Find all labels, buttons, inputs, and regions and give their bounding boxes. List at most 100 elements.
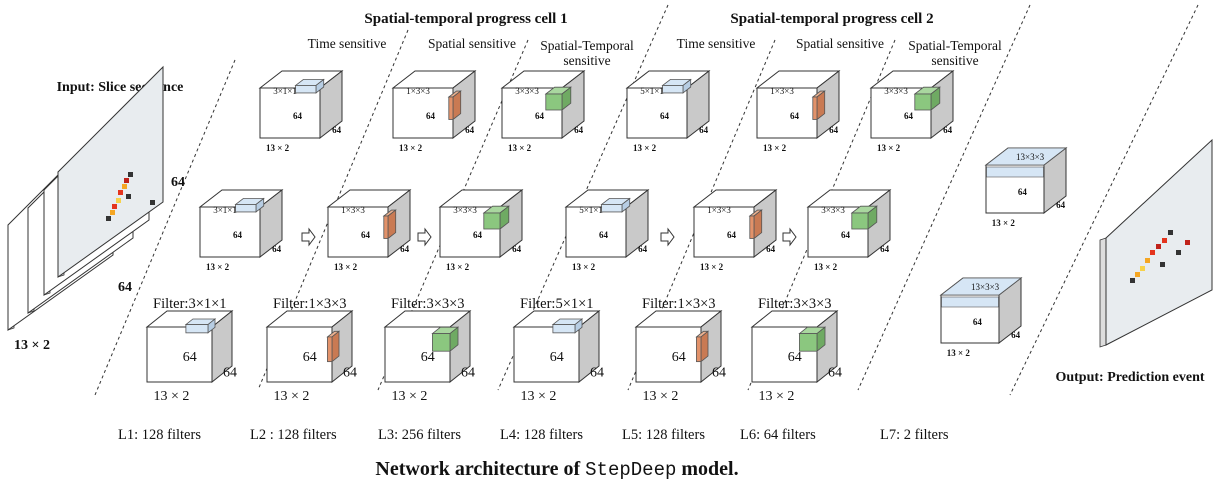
filter-size-label: 1×3×3 xyxy=(406,86,430,96)
figure-caption: Network architecture of StepDeep model. xyxy=(375,458,738,481)
filter-block xyxy=(234,197,265,213)
input-slice-stack xyxy=(7,65,164,331)
cube-dim-base: 13 × 2 xyxy=(572,262,596,272)
cube-dim-width: 64 xyxy=(461,366,475,381)
filter-caption-3: Filter:3×3×3 xyxy=(391,296,465,312)
cube-dim-depth: 64 xyxy=(841,230,851,240)
filter-size-label: 1×3×3 xyxy=(341,205,365,215)
heat-cell xyxy=(116,198,121,203)
cube-front-face xyxy=(259,87,321,139)
caption-prefix: Network architecture of xyxy=(375,458,585,480)
cube-dim-base: 13 × 2 xyxy=(206,262,230,272)
heat-cell xyxy=(1130,278,1135,283)
heat-cell xyxy=(110,210,115,215)
filter-size-label: 3×3×3 xyxy=(884,86,908,96)
cube-dim-width: 64 xyxy=(1056,200,1066,210)
cube-dim-width: 64 xyxy=(829,125,839,135)
cube-dim-width: 64 xyxy=(1011,330,1021,340)
cube-dim-base: 13 × 2 xyxy=(763,143,787,153)
filter-size-label: 3×1×1 xyxy=(213,205,237,215)
cube-dim-base: 13 × 2 xyxy=(154,389,190,404)
heat-cell xyxy=(112,204,117,209)
output-band-top xyxy=(984,147,1068,166)
layer-label-l5: L5: 128 filters xyxy=(622,427,705,443)
cube-dim-base: 13 × 2 xyxy=(992,218,1016,228)
time-sensitive-label-1: Time sensitive xyxy=(308,36,387,51)
cube-dim-depth: 64 xyxy=(535,111,545,121)
cube-dim-depth: 64 xyxy=(790,111,800,121)
input-dim-13x2: 13 × 2 xyxy=(14,338,50,353)
filter-caption-2: Filter:1×3×3 xyxy=(273,296,347,312)
cube-front-face xyxy=(327,206,389,258)
cube-dim-depth: 64 xyxy=(660,111,670,121)
cube-dim-base: 13 × 2 xyxy=(521,389,557,404)
filter-size-label: 5×1×1 xyxy=(640,86,664,96)
filter-caption-4: Filter:5×1×1 xyxy=(520,296,594,312)
cube-dim-depth: 64 xyxy=(904,111,914,121)
heat-cell xyxy=(118,190,123,195)
heat-cell xyxy=(1160,262,1165,267)
cube-front-face xyxy=(266,326,333,383)
layer-label-l2: L2 : 128 filters xyxy=(250,427,337,443)
cube-dim-depth: 64 xyxy=(293,111,303,121)
cube-dim-width: 64 xyxy=(332,125,342,135)
layer-label-l3: L3: 256 filters xyxy=(378,427,461,443)
cube-dim-base: 13 × 2 xyxy=(814,262,838,272)
heat-cell xyxy=(1135,272,1140,277)
output-band xyxy=(941,296,999,308)
input-dim-64-bottom: 64 xyxy=(118,280,132,295)
cube-dim-width: 64 xyxy=(512,244,522,254)
filter-size-label: 5×1×1 xyxy=(579,205,603,215)
caption-model-name: StepDeep xyxy=(585,459,676,481)
cube-dim-depth: 64 xyxy=(421,350,435,365)
cube-front-face xyxy=(626,87,688,139)
layer-label-l1: L1: 128 filters xyxy=(118,427,201,443)
filter-size-label: 3×3×3 xyxy=(515,86,539,96)
cube-dim-depth: 64 xyxy=(233,230,243,240)
layer-label-l7: L7: 2 filters xyxy=(880,427,949,443)
caption-suffix: model. xyxy=(676,458,738,480)
cube-dim-base: 13 × 2 xyxy=(947,348,971,358)
output-band-top xyxy=(939,277,1023,296)
heat-cell xyxy=(1176,250,1181,255)
divider-8 xyxy=(1009,4,1199,396)
input-dim-64-top: 64 xyxy=(171,175,185,190)
cube-front-face xyxy=(199,206,261,258)
cube-dim-width: 64 xyxy=(699,125,709,135)
filter-block xyxy=(600,197,631,213)
cube-dim-width: 64 xyxy=(465,125,475,135)
cube-front-face xyxy=(146,326,213,383)
cube-dim-depth: 64 xyxy=(183,350,197,365)
filter-block xyxy=(695,330,710,363)
input-title: Input: Slice sequence xyxy=(57,80,184,95)
cube-dim-base: 13 × 2 xyxy=(446,262,470,272)
cube-dim-width: 64 xyxy=(590,366,604,381)
filter-size-label: 3×3×3 xyxy=(821,205,845,215)
filter-block xyxy=(748,209,763,240)
output-prediction-map xyxy=(1099,138,1213,348)
st-sensitive-label-2a: Spatial-Temporal xyxy=(908,38,1002,53)
cube-dim-depth: 64 xyxy=(672,350,686,365)
heat-cell xyxy=(1162,238,1167,243)
flow-arrow-1 xyxy=(301,227,316,247)
cube-dim-width: 64 xyxy=(638,244,648,254)
cube-dim-width: 64 xyxy=(400,244,410,254)
cube-dim-depth: 64 xyxy=(550,350,564,365)
cube-dim-base: 13 × 2 xyxy=(399,143,423,153)
filter-caption-5: Filter:1×3×3 xyxy=(642,296,716,312)
filter-block xyxy=(798,326,827,353)
st-sensitive-label-1a: Spatial-Temporal xyxy=(540,38,634,53)
cube-dim-depth: 64 xyxy=(599,230,609,240)
filter-size-label: 3×3×3 xyxy=(453,205,477,215)
filter-block xyxy=(850,205,878,230)
filter-block xyxy=(184,318,217,334)
cube-mid-l4: 5×1×1 64 64 13 × 2 xyxy=(564,188,650,272)
cube-dim-depth: 64 xyxy=(973,317,983,327)
